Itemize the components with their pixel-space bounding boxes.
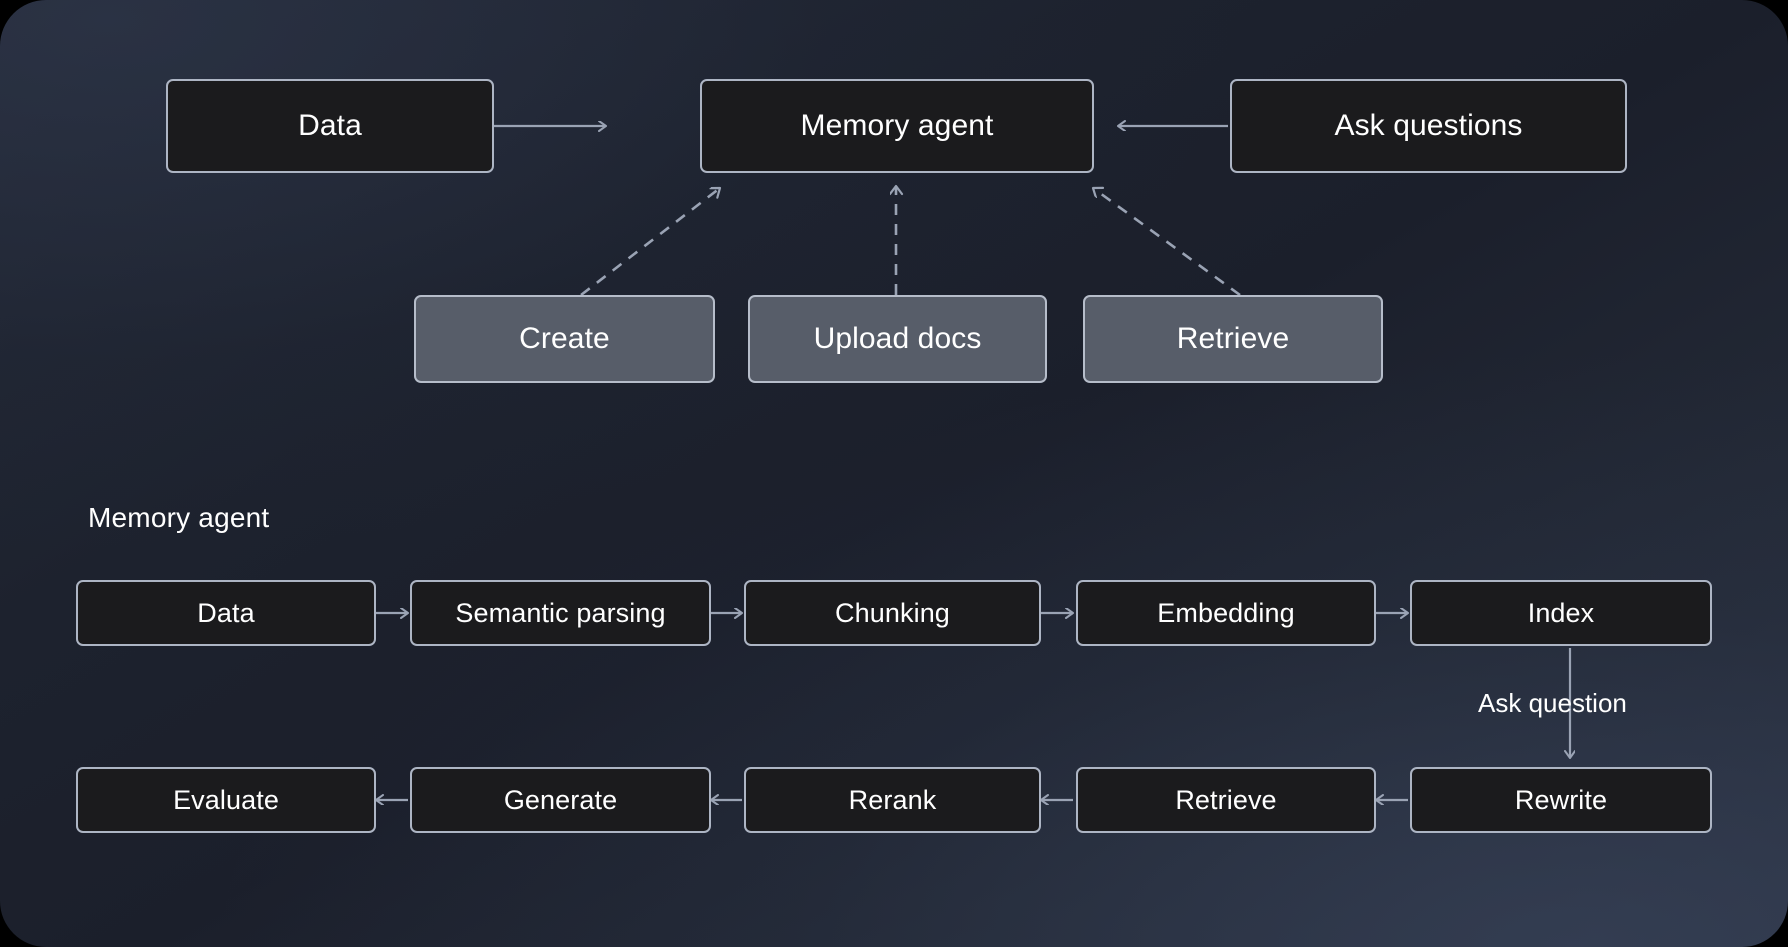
node-label: Memory agent: [800, 109, 994, 142]
connector-label-ask-question: Ask question: [1478, 688, 1627, 718]
node-index[interactable]: Index: [1410, 580, 1712, 646]
node-create[interactable]: Create: [414, 295, 715, 383]
node-data-pipeline[interactable]: Data: [76, 580, 376, 646]
node-rewrite[interactable]: Rewrite: [1410, 767, 1712, 833]
node-label: Data: [298, 109, 362, 142]
node-semantic-parsing[interactable]: Semantic parsing: [410, 580, 711, 646]
node-label: Embedding: [1157, 597, 1295, 628]
node-label: Retrieve: [1175, 784, 1277, 815]
node-memory-agent[interactable]: Memory agent: [700, 79, 1094, 173]
node-retrieve-tool[interactable]: Retrieve: [1083, 295, 1383, 383]
node-label: Semantic parsing: [455, 597, 666, 628]
node-ask-questions[interactable]: Ask questions: [1230, 79, 1627, 173]
node-chunking[interactable]: Chunking: [744, 580, 1041, 646]
node-evaluate[interactable]: Evaluate: [76, 767, 376, 833]
node-label: Index: [1527, 597, 1595, 628]
node-label: Generate: [503, 784, 618, 815]
edge-create-to-memory-agent: [580, 188, 720, 297]
node-label: Chunking: [835, 597, 950, 628]
node-label: Rewrite: [1514, 784, 1608, 815]
node-data-top[interactable]: Data: [166, 79, 494, 173]
node-label: Data: [197, 597, 255, 628]
node-upload-docs[interactable]: Upload docs: [748, 295, 1047, 383]
node-label: Evaluate: [173, 784, 279, 815]
node-retrieve-pipeline[interactable]: Retrieve: [1076, 767, 1376, 833]
node-generate[interactable]: Generate: [410, 767, 711, 833]
edge-retrieve-tool-to-memory-agent: [1093, 188, 1241, 297]
pipeline-title: Memory agent: [88, 502, 270, 533]
node-label: Retrieve: [1176, 322, 1290, 355]
node-embedding[interactable]: Embedding: [1076, 580, 1376, 646]
node-rerank[interactable]: Rerank: [744, 767, 1041, 833]
node-label: Upload docs: [813, 322, 982, 355]
node-label: Rerank: [848, 784, 937, 815]
node-label: Ask questions: [1334, 109, 1523, 142]
node-label: Create: [519, 322, 610, 355]
